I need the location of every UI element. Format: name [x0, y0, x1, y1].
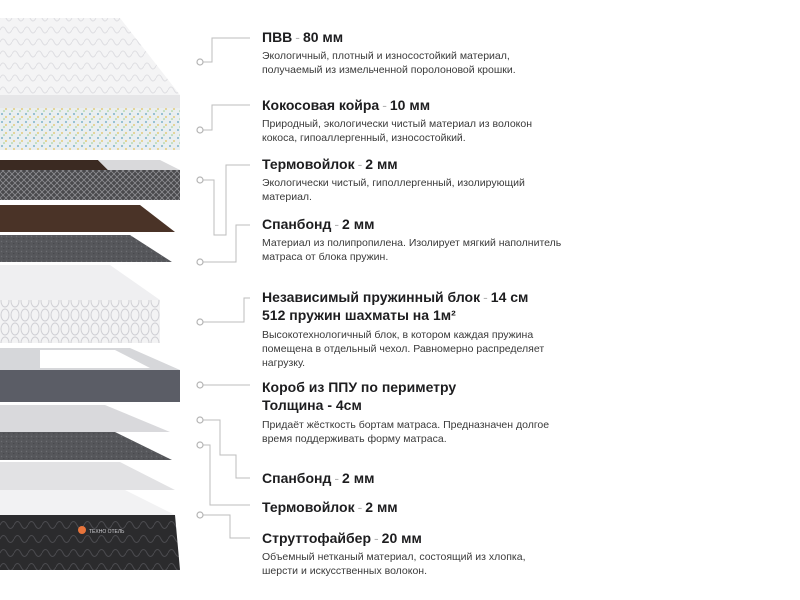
layer-size: 2 мм	[342, 470, 375, 486]
layer-size: 2 мм	[365, 156, 398, 172]
layer-spring-block: Независимый пружинный блок-14 см 512 пру…	[262, 288, 562, 370]
brand-logo-text: ТЕХНО ОТЕЛЬ	[89, 529, 125, 535]
layer-size: 2 мм	[342, 216, 375, 232]
layer-struttofiber: Струттофайбер-20 мм Объемный нетканый ма…	[262, 529, 562, 578]
layer-size: 14 см	[490, 289, 529, 305]
layer-brown-felt-illustration	[0, 205, 175, 232]
layer-name: Спанбонд	[262, 470, 332, 486]
layer-spunbond-bottom-illustration	[0, 405, 170, 432]
layer-description: Придаёт жёсткость бортам матраса. Предна…	[262, 419, 550, 445]
layer-thermal-felt-illustration	[0, 160, 180, 200]
layer-description: Экологически чистый, гиполлергенный, изо…	[262, 177, 525, 203]
layer-title: Спанбонд-2 мм	[262, 470, 375, 486]
layer-ppu-frame-illustration	[0, 348, 180, 402]
layer-description: Природный, экологически чистый материал …	[262, 118, 533, 144]
layer-description: Экологичный, плотный и износостойкий мат…	[262, 50, 516, 76]
layer-name: Кокосовая койра	[262, 97, 380, 113]
layer-title: Термовойлок-2 мм	[262, 499, 398, 515]
mattress-layers-illustration: ТЕХНО ОТЕЛЬ	[0, 18, 180, 570]
layer-size: 20 мм	[381, 530, 422, 546]
layer-name: Независимый пружинный блок	[262, 289, 481, 305]
layer-title: Спанбонд-2 мм	[262, 216, 375, 232]
layer-thermal-felt: Термовойлок-2 мм Экологически чистый, ги…	[262, 155, 562, 204]
layer-size: 2 мм	[365, 499, 398, 515]
layer-pvv-illustration	[0, 18, 180, 108]
layer-name: ПВВ	[262, 29, 293, 45]
layer-title: Короб из ППУ по периметру	[262, 379, 457, 395]
brand-logo: ТЕХНО ОТЕЛЬ	[78, 526, 125, 535]
layer-subtitle: Толщина - 4см	[262, 397, 362, 413]
layer-ppu-frame: Короб из ППУ по периметру Толщина - 4см …	[262, 378, 562, 446]
layer-spring-block-illustration	[0, 265, 160, 343]
layer-title: Кокосовая койра-10 мм	[262, 97, 431, 113]
layer-coconut-coir: Кокосовая койра-10 мм Природный, экологи…	[262, 96, 562, 145]
layer-description: Высокотехнологичный блок, в котором кажд…	[262, 329, 545, 369]
layer-title: Струттофайбер-20 мм	[262, 530, 422, 546]
layer-spunbond: Спанбонд-2 мм Материал из полипропилена.…	[262, 215, 562, 264]
layer-name: Струттофайбер	[262, 530, 371, 546]
layer-title: Независимый пружинный блок-14 см	[262, 289, 529, 305]
layer-subtitle: 512 пружин шахматы на 1м²	[262, 307, 456, 323]
layer-spunbond-bottom: Спанбонд-2 мм	[262, 469, 562, 487]
layer-name: Термовойлок	[262, 499, 355, 515]
layer-size: 80 мм	[302, 29, 344, 45]
layer-thermal-felt-bottom-illustration	[0, 432, 172, 460]
layer-size: 10 мм	[389, 97, 431, 113]
layer-struttofiber-illustration: ТЕХНО ОТЕЛЬ	[0, 462, 180, 570]
brand-logo-icon	[78, 526, 86, 534]
layer-name: Термовойлок	[262, 156, 355, 172]
layer-description: Объемный нетканый материал, состоящий из…	[262, 551, 526, 577]
layer-title: Термовойлок-2 мм	[262, 156, 398, 172]
layer-pvv: ПВВ-80 мм Экологичный, плотный и износос…	[262, 28, 562, 77]
layer-spunbond-illustration	[0, 235, 172, 262]
layer-coconut-coir-illustration	[0, 108, 180, 150]
layer-description: Материал из полипропилена. Изолирует мяг…	[262, 237, 562, 263]
layer-name: Спанбонд	[262, 216, 332, 232]
layer-title: ПВВ-80 мм	[262, 29, 344, 45]
layer-thermal-felt-bottom: Термовойлок-2 мм	[262, 498, 562, 516]
